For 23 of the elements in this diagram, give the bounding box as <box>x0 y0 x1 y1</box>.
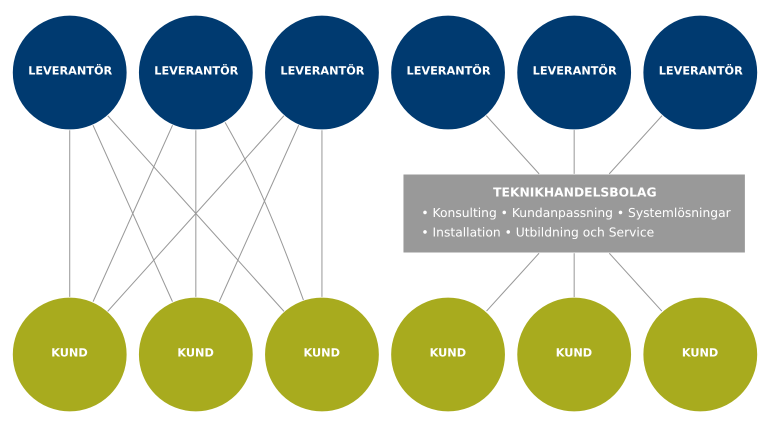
node-circle: LEVERANTÖR <box>642 14 758 130</box>
node-circle: LEVERANTÖR <box>138 14 254 130</box>
connector <box>574 130 575 174</box>
node-circle: KUND <box>12 296 128 412</box>
connector <box>608 115 662 174</box>
node-circle: LEVERANTÖR <box>516 14 632 130</box>
node-circle: KUND <box>642 296 758 412</box>
node-circle: KUND <box>516 296 632 412</box>
connector <box>107 115 284 312</box>
connector <box>486 252 540 312</box>
node-box: TEKNIKHANDELSBOLAG • Konsulting • Kundanpassning • Systemlösningar • Installation • Utbildning och Service <box>402 174 746 254</box>
node-circle: LEVERANTÖR <box>12 14 128 130</box>
connector <box>574 253 575 298</box>
connector <box>486 115 540 174</box>
node-circle: KUND <box>138 296 254 412</box>
node-circle: LEVERANTÖR <box>264 14 380 130</box>
connector <box>195 130 196 297</box>
connector <box>321 130 322 297</box>
connector <box>608 252 662 312</box>
node-circle: LEVERANTÖR <box>390 14 506 130</box>
node-circle: KUND <box>390 296 506 412</box>
node-circle: KUND <box>264 296 380 412</box>
connector <box>69 130 70 297</box>
